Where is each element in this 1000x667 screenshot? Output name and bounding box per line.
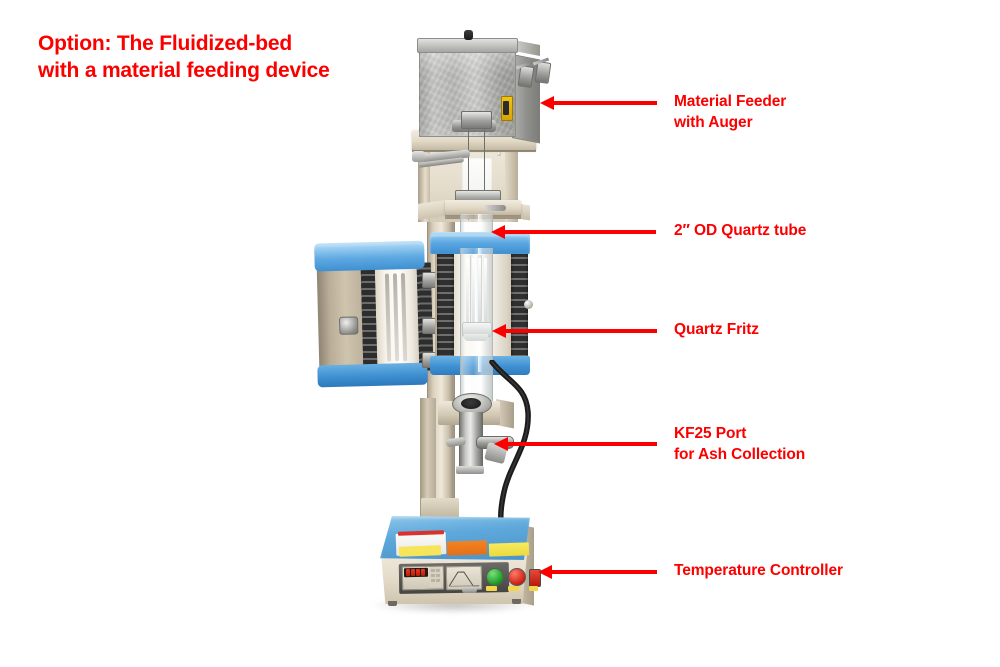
serial-port-connector[interactable] <box>461 586 478 594</box>
button-tag <box>486 586 497 591</box>
label-quartz-tube: 2″ OD Quartz tube <box>674 222 807 239</box>
heater-power-cable <box>470 360 560 530</box>
mid-shelf-clamp[interactable] <box>484 205 506 211</box>
auger-coupler-upper <box>461 111 492 129</box>
fritz-fin <box>466 258 469 324</box>
heating-element-rail <box>437 252 454 362</box>
program-curve-graphic <box>445 565 483 591</box>
controller-foot <box>512 599 521 604</box>
warning-label-yellow <box>398 545 442 557</box>
fritz-fin <box>472 258 475 324</box>
hopper-control-switch[interactable] <box>503 101 509 115</box>
fritz-fin <box>484 258 487 324</box>
furnace-left-half-open[interactable] <box>314 240 434 388</box>
temperature-display-screen <box>403 567 429 578</box>
heating-element-rail <box>511 252 528 362</box>
fritz-fin <box>478 258 481 324</box>
hopper-latch[interactable] <box>534 61 552 84</box>
auger-tube <box>468 118 485 220</box>
warning-label-orange <box>446 540 488 556</box>
label-kf25-port: KF25 Port for Ash Collection <box>674 425 806 463</box>
frame-screw <box>497 152 501 156</box>
label-temperature-controller: Temperature Controller <box>674 562 843 579</box>
arrow-quartz-fritz <box>492 323 657 338</box>
arrow-temperature-controller <box>538 564 657 579</box>
arrow-quartz-tube <box>491 224 656 239</box>
warning-label-yellow-2 <box>488 542 530 557</box>
hopper-latch[interactable] <box>517 65 535 88</box>
label-material-feeder: Material Feeder with Auger <box>674 93 787 131</box>
furnace-side-knob[interactable] <box>524 300 533 309</box>
figure-title: Option: The Fluidized-bed with a materia… <box>38 32 330 82</box>
fritz-disc-lower <box>464 334 488 341</box>
column-foot-mount <box>421 498 459 520</box>
furnace-door-latch-knob[interactable] <box>339 316 359 335</box>
hopper-lid <box>417 38 518 53</box>
arrow-kf25-port <box>494 436 657 451</box>
start-button[interactable] <box>486 568 504 586</box>
hopper-lid-knob[interactable] <box>464 30 473 40</box>
ash-collection-tube-cap <box>456 466 484 474</box>
furnace-right-top-cap <box>430 235 530 254</box>
mid-shelf <box>445 200 521 215</box>
controller-keypad[interactable] <box>428 566 442 588</box>
furnace-left-bottom-cap <box>317 362 428 388</box>
heating-element-rail <box>360 261 378 375</box>
lower-frame-plate <box>420 398 436 518</box>
arrow-material-feeder <box>540 95 657 110</box>
button-tag <box>508 586 519 591</box>
kf25-bore <box>461 398 481 409</box>
auger-clamp-knob[interactable] <box>412 151 425 162</box>
button-tag <box>529 586 538 591</box>
stop-button[interactable] <box>508 568 526 586</box>
controller-foot <box>388 601 397 606</box>
furnace-left-top-cap <box>314 244 425 272</box>
label-quartz-fritz: Quartz Fritz <box>674 321 759 338</box>
